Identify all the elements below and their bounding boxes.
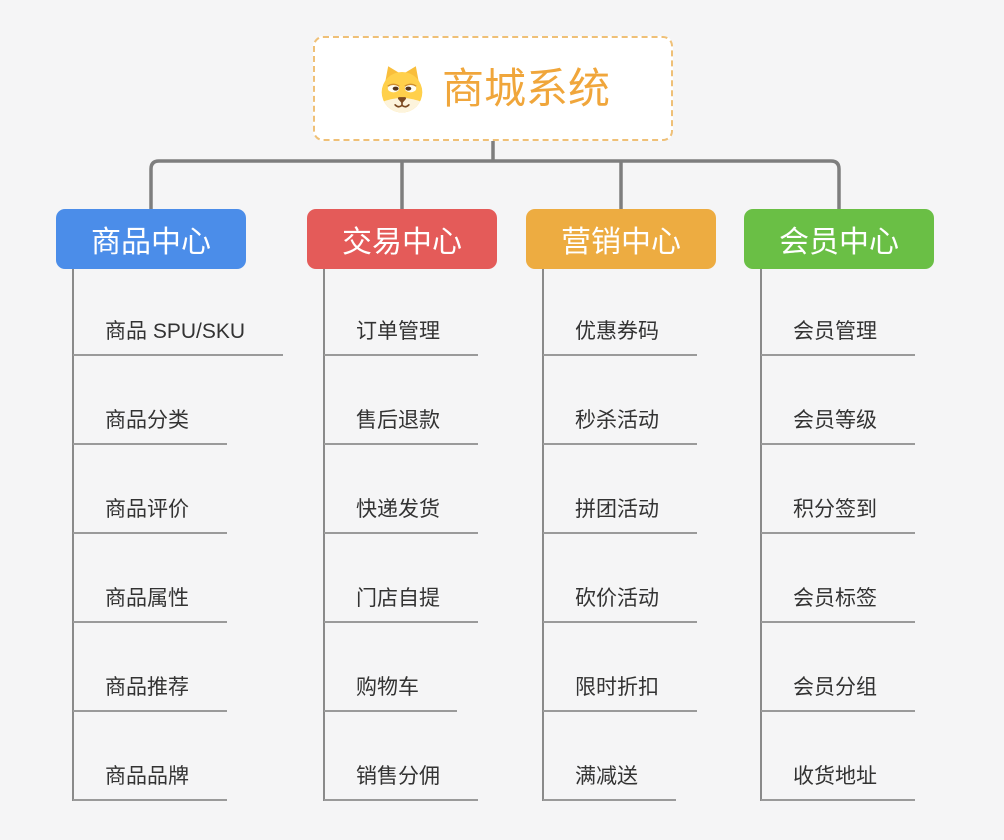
leaf-node[interactable]: 拼团活动 (543, 495, 697, 534)
leaf-node[interactable]: 优惠券码 (543, 317, 697, 356)
leaf-node[interactable]: 会员等级 (761, 406, 915, 445)
branch-trunk-line (72, 269, 74, 801)
leaf-node[interactable]: 砍价活动 (543, 584, 697, 623)
leaf-node[interactable]: 会员标签 (761, 584, 915, 623)
branch-node-product-center[interactable]: 商品中心 (56, 209, 246, 269)
leaf-node[interactable]: 秒杀活动 (543, 406, 697, 445)
branch-node-trade-center[interactable]: 交易中心 (307, 209, 497, 269)
branch-node-marketing-center[interactable]: 营销中心 (526, 209, 716, 269)
leaf-node[interactable]: 门店自提 (324, 584, 478, 623)
leaf-node[interactable]: 销售分佣 (324, 762, 478, 801)
leaf-node[interactable]: 购物车 (324, 673, 457, 712)
leaf-node[interactable]: 商品 SPU/SKU (73, 317, 284, 356)
leaf-node[interactable]: 商品评价 (73, 495, 227, 534)
branch-rail-line (149, 159, 841, 210)
leaf-node[interactable]: 订单管理 (324, 317, 478, 356)
branch-trunk-line (542, 269, 544, 801)
branch-trunk-line (760, 269, 762, 801)
leaf-node[interactable]: 限时折扣 (543, 673, 697, 712)
leaf-node[interactable]: 积分签到 (761, 495, 915, 534)
leaf-node[interactable]: 收货地址 (761, 762, 915, 801)
leaf-node[interactable]: 商品分类 (73, 406, 227, 445)
leaf-node[interactable]: 满减送 (543, 762, 676, 801)
leaf-node[interactable]: 售后退款 (324, 406, 478, 445)
root-title: 商城系统 (441, 64, 610, 112)
leaf-node[interactable]: 会员分组 (761, 673, 915, 712)
leaf-node[interactable]: 会员管理 (761, 317, 915, 356)
branch-node-member-center[interactable]: 会员中心 (744, 209, 934, 269)
leaf-node[interactable]: 商品属性 (73, 584, 227, 623)
dog-face-icon (376, 63, 428, 115)
leaf-node[interactable]: 快递发货 (324, 495, 478, 534)
branch-trunk-line (323, 269, 325, 801)
leaf-node[interactable]: 商品品牌 (73, 762, 227, 801)
root-node-mall-system[interactable]: 商城系统 (313, 36, 673, 141)
leaf-node[interactable]: 商品推荐 (73, 673, 227, 712)
